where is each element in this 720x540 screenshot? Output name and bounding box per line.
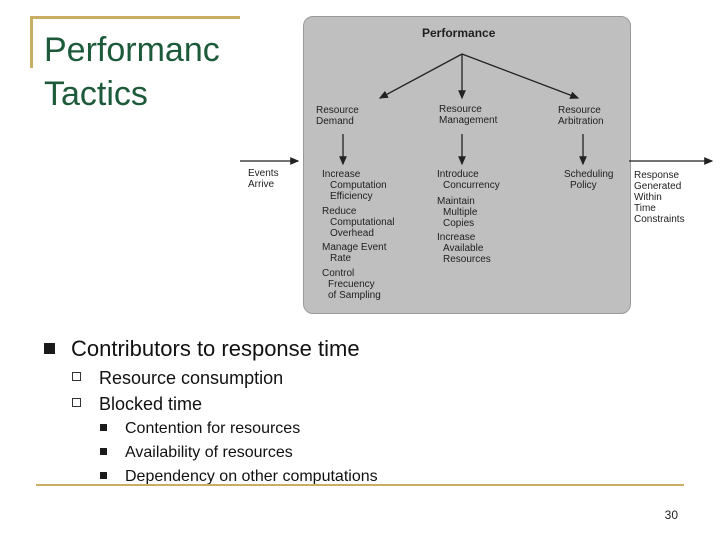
diagram-top-label: Performance [422, 26, 496, 40]
tactic-line: Increase [322, 169, 361, 180]
hollow-square-bullet-icon [72, 398, 81, 407]
square-bullet-icon [100, 472, 107, 479]
header-line: Arbitration [558, 116, 604, 127]
bullet-main-text: Contributors to response time [71, 336, 360, 361]
tactic-introduce-concurrency: Introduce Concurrency [437, 169, 500, 191]
bullet-sub-1: Resource consumption [72, 368, 283, 389]
square-bullet-icon [100, 448, 107, 455]
header-line: Management [439, 115, 498, 126]
slide-title-line-1: Performanc [44, 31, 220, 69]
tactic-line: Overhead [330, 228, 374, 239]
response-line: Generated [634, 181, 682, 192]
events-arrive-line: Arrive [248, 179, 275, 190]
bullet-main: Contributors to response time [44, 336, 360, 362]
bullet-sub-text: Resource consumption [99, 368, 284, 388]
resource-management-header: Resource Management [439, 104, 497, 126]
slide-title-line-2: Tactics [44, 75, 148, 113]
tactic-line: Maintain [437, 196, 475, 207]
diagram-panel [303, 16, 631, 314]
bullet-subsub-text: Dependency on other computations [125, 468, 378, 485]
tactic-line: Resources [443, 254, 491, 265]
response-line: Time [634, 203, 656, 214]
tactic-line: Copies [443, 218, 475, 229]
arrow-to-resource-demand [378, 53, 463, 99]
tactic-line: Manage Event [322, 242, 387, 253]
slide-title: Performanc Tactics [44, 28, 244, 116]
response-line: Constraints [634, 214, 685, 225]
resource-demand-header: Resource Demand [316, 105, 359, 127]
bullet-sub-2: Blocked time [72, 394, 202, 415]
header-line: Resource [558, 105, 601, 116]
tactic-line: of Sampling [328, 290, 381, 301]
page-number: 30 [664, 508, 678, 522]
tactic-line: Concurrency [443, 180, 500, 191]
square-bullet-icon [44, 343, 55, 354]
bullet-subsub-text: Contention for resources [125, 420, 301, 437]
tactic-manage-event-rate: Manage Event Rate [322, 242, 387, 264]
tactic-maintain-multiple-copies: Maintain Multiple Copies [437, 196, 477, 229]
tactic-line: Scheduling [564, 169, 614, 180]
header-line: Resource [439, 104, 482, 115]
tactic-line: Computation [330, 180, 387, 191]
tactic-scheduling-policy: Scheduling Policy [564, 169, 613, 191]
header-line: Demand [316, 116, 354, 127]
hollow-square-bullet-icon [72, 372, 81, 381]
title-frame-left [30, 16, 33, 68]
tactic-line: Efficiency [330, 191, 373, 202]
title-frame-top [30, 16, 240, 19]
tactic-control-frequency-of-sampling: Control Frecuency of Sampling [322, 268, 381, 301]
response-line: Response [634, 170, 680, 181]
tactic-reduce-computational-overhead: Reduce Computational Overhead [322, 206, 394, 239]
bullet-subsub-1: Contention for resources [100, 420, 300, 438]
bullet-subsub-2: Availability of resources [100, 444, 293, 462]
header-line: Resource [316, 105, 359, 116]
tactic-line: Increase [437, 232, 476, 243]
response-label: Response Generated Within Time Constrain… [634, 170, 685, 225]
tactic-line: Computational [330, 217, 395, 228]
tactic-line: Introduce [437, 169, 479, 180]
bottom-rule [36, 484, 684, 486]
resource-arbitration-header: Resource Arbitration [558, 105, 604, 127]
bullet-sub-text: Blocked time [99, 394, 203, 414]
square-bullet-icon [100, 424, 107, 431]
diagram-arrows [240, 53, 714, 166]
bullet-subsub-3: Dependency on other computations [100, 468, 378, 486]
tactic-line: Multiple [443, 207, 478, 218]
response-line: Within [634, 192, 662, 203]
tactic-line: Policy [570, 180, 597, 191]
events-arrive-label: Events Arrive [248, 168, 279, 190]
bullet-subsub-text: Availability of resources [125, 444, 293, 461]
tactic-line: Rate [330, 253, 352, 264]
tactic-line: Reduce [322, 206, 357, 217]
performance-tactics-diagram: Performance Events Arrive Response Gener… [240, 10, 720, 320]
tactic-increase-available-resources: Increase Available Resources [437, 232, 491, 265]
tactic-line: Frecuency [328, 279, 375, 290]
tactic-increase-computation-efficiency: Increase Computation Efficiency [322, 169, 387, 202]
events-arrive-line: Events [248, 168, 279, 179]
arrow-to-resource-arbitration [461, 53, 580, 99]
tactic-line: Available [443, 243, 484, 254]
tactic-line: Control [322, 268, 355, 279]
